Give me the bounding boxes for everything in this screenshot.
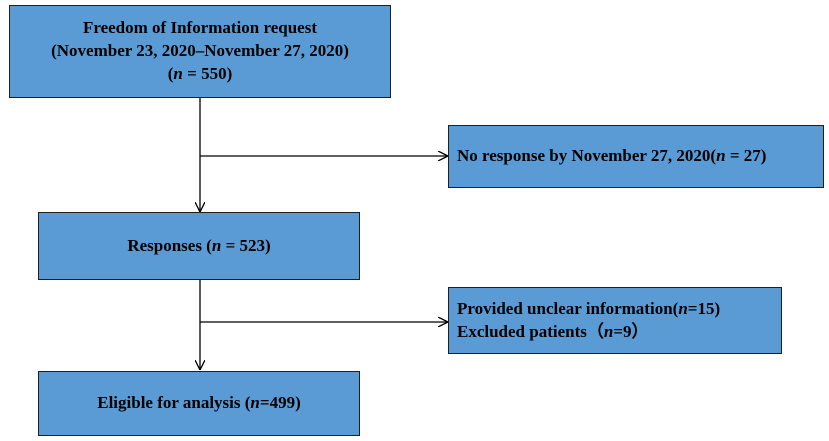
responses-value: = 523) <box>221 235 271 255</box>
responses-var: n <box>211 235 222 255</box>
responses-label: Responses ( <box>127 235 212 255</box>
no-response-value: = 27) <box>725 146 767 166</box>
eligible-label: Eligible for analysis ( <box>97 393 251 413</box>
unclear-info-value: =15) <box>687 298 721 318</box>
excluded-patients-var: n <box>603 321 614 341</box>
unclear-info-var: n <box>678 298 688 318</box>
responses-text: Responses (n = 523) <box>127 235 270 258</box>
request-date-range: (November 23, 2020–November 27, 2020) <box>51 41 349 61</box>
request-title: Freedom of Information request <box>82 18 318 38</box>
eligible-value: =499) <box>259 393 301 413</box>
request-count: (n = 550) <box>168 63 233 86</box>
request-count-value: = 550) <box>182 63 233 83</box>
unclear-info-text: Provided unclear information(n=15) <box>457 298 781 321</box>
no-response-text: No response by November 27, 2020(n = 27) <box>457 145 823 168</box>
eligible-var: n <box>250 393 260 413</box>
eligible-box: Eligible for analysis (n=499) <box>38 371 360 436</box>
eligible-text: Eligible for analysis (n=499) <box>97 392 301 415</box>
unclear-info-label: Provided unclear information( <box>457 298 679 318</box>
no-response-label: No response by November 27, 2020( <box>457 146 717 166</box>
responses-box: Responses (n = 523) <box>38 212 360 280</box>
request-box: Freedom of Information request (November… <box>9 5 391 98</box>
excluded-patients-label: Excluded patients（ <box>457 321 604 341</box>
excluded-patients-value: =9） <box>613 321 649 341</box>
request-count-var: n <box>173 63 183 83</box>
no-response-box: No response by November 27, 2020(n = 27) <box>448 125 824 188</box>
excluded-patients-text: Excluded patients（n=9） <box>457 321 781 344</box>
no-response-var: n <box>716 146 726 166</box>
request-count-open: ( <box>167 63 174 83</box>
excluded-box: Provided unclear information(n=15) Exclu… <box>448 287 782 354</box>
